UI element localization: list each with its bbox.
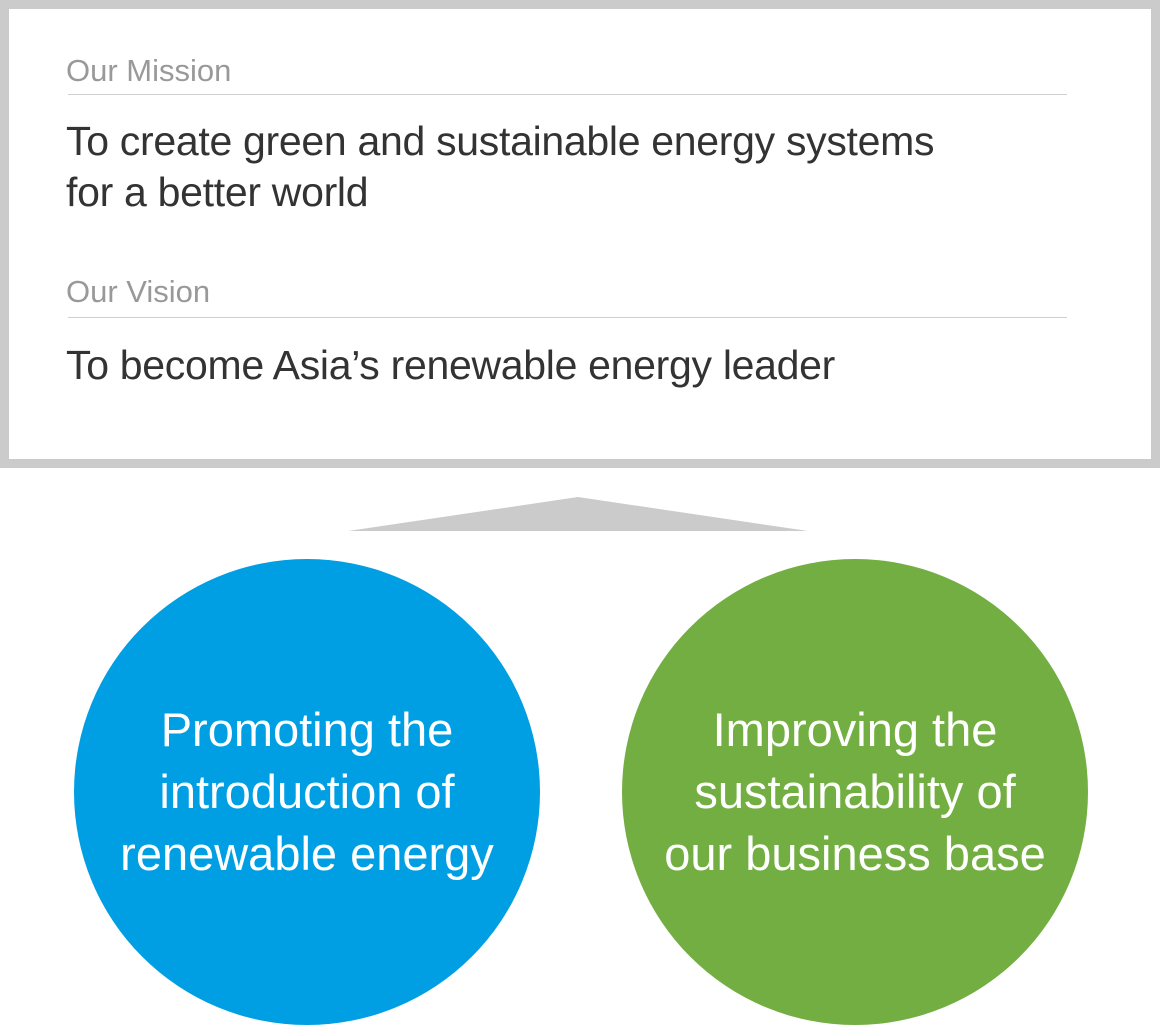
mission-line-1: To create green and sustainable energy s… — [66, 118, 935, 164]
mission-divider — [68, 94, 1067, 95]
mission-vision-panel: Our Mission To create green and sustaina… — [0, 0, 1160, 468]
mission-label: Our Mission — [66, 53, 232, 88]
pillar-text: Promoting the introduction of renewable … — [120, 703, 494, 880]
pillar-text: Improving the sustainability of our busi… — [664, 703, 1046, 880]
pillar-business-sustainability: Improving the sustainability of our busi… — [622, 559, 1088, 1025]
vision-divider — [68, 317, 1067, 318]
vision-label: Our Vision — [66, 274, 211, 309]
mission-statement: To create green and sustainable energy s… — [66, 116, 935, 218]
pillar-renewable-energy: Promoting the introduction of renewable … — [74, 559, 540, 1025]
vision-statement: To become Asia’s renewable energy leader — [66, 342, 836, 388]
mission-line-2: for a better world — [66, 169, 369, 215]
